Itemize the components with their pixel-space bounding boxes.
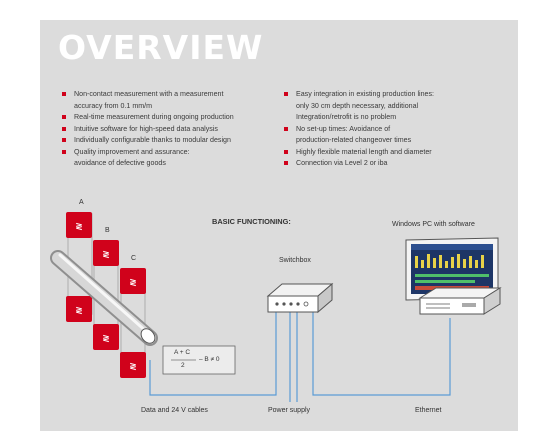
feature-line: avoidance of defective goods xyxy=(74,159,166,167)
feature-item: Individually configurable thanks to modu… xyxy=(62,135,277,147)
feature-line: Individually configurable thanks to modu… xyxy=(74,136,231,144)
pc-monitor-icon xyxy=(405,237,499,307)
formula-denominator: 2 xyxy=(181,362,185,369)
svg-text:≷: ≷ xyxy=(102,334,110,344)
feature-line: production-related changeover times xyxy=(296,136,412,144)
feature-line: No set-up times: Avoidance of xyxy=(296,124,391,133)
feature-line: Connection via Level 2 or iba xyxy=(296,159,388,167)
sensor-a-bottom xyxy=(66,296,92,322)
feature-line: Integration/retrofit is no problem xyxy=(296,113,397,121)
sensor-b-top xyxy=(93,240,119,266)
diagram-heading: BASIC FUNCTIONING: xyxy=(212,217,291,226)
feature-line: accuracy from 0.1 mm/m xyxy=(74,101,153,110)
svg-text:≷: ≷ xyxy=(75,306,83,316)
feature-list-left: Non-contact measurement with a measureme… xyxy=(62,89,277,170)
bullet-icon xyxy=(62,115,66,119)
feature-line: Non-contact measurement with a measureme… xyxy=(74,90,224,98)
feature-list-right: Easy integration in existing production … xyxy=(284,89,504,170)
bullet-icon xyxy=(284,126,288,131)
feature-item: Non-contact measurement with a measureme… xyxy=(62,89,277,112)
sensor-logo-icons: ≷ ≷ ≷ ≷ ≷ ≷ xyxy=(75,222,137,372)
ethernet-cable xyxy=(312,310,451,396)
sensor-c-top xyxy=(120,268,146,294)
bullet-icon xyxy=(284,149,288,154)
switchbox-icon xyxy=(266,282,334,314)
feature-line: Real-time measurement during ongoing pro… xyxy=(74,113,234,121)
pc-tower-icon xyxy=(418,287,502,315)
sensor-heads xyxy=(66,212,146,378)
feature-item: Easy integration in existing production … xyxy=(284,89,504,124)
svg-text:≷: ≷ xyxy=(102,250,110,260)
feature-item: Intuitive software for high-speed data a… xyxy=(62,124,277,136)
pipe-icon xyxy=(50,250,158,346)
sensor-b-bottom xyxy=(93,324,119,350)
data-cable xyxy=(149,312,277,396)
bullet-icon xyxy=(62,92,66,96)
feature-item: No set-up times: Avoidance of production-… xyxy=(284,124,504,147)
cable-label-power: Power supply xyxy=(268,407,311,414)
feature-line: Quality improvement and assurance: xyxy=(74,147,190,156)
feature-item: Connection via Level 2 or iba xyxy=(284,158,504,170)
sensor-c-bottom xyxy=(120,352,146,378)
bullet-icon xyxy=(62,126,66,131)
bullet-icon xyxy=(62,149,66,154)
sensor-a-top xyxy=(66,212,92,238)
sensor-label-c: C xyxy=(131,255,137,262)
feature-item: Real-time measurement during ongoing pro… xyxy=(62,112,277,124)
formula-rest: – B ≠ 0 xyxy=(199,356,220,363)
svg-text:≷: ≷ xyxy=(129,278,137,288)
feature-item: Quality improvement and assurance: avoida… xyxy=(62,147,277,170)
cable-lines xyxy=(149,310,451,402)
overview-panel xyxy=(40,20,518,431)
bullet-icon xyxy=(284,92,288,96)
feature-line: Easy integration in existing production … xyxy=(296,90,435,98)
feature-line: Intuitive software for high-speed data a… xyxy=(74,124,218,133)
switchbox-label: Switchbox xyxy=(279,257,311,264)
cable-label-data: Data and 24 V cables xyxy=(141,407,208,414)
cable-label-ethernet: Ethernet xyxy=(415,407,442,414)
sensor-label-a: A xyxy=(79,199,84,206)
pc-label: Windows PC with software xyxy=(392,221,475,228)
feature-line: Highly flexible material length and diam… xyxy=(296,147,432,156)
sensor-label-b: B xyxy=(105,227,110,234)
feature-item: Highly flexible material length and diam… xyxy=(284,147,504,159)
formula-numerator: A + C xyxy=(174,349,191,356)
svg-text:≷: ≷ xyxy=(75,222,83,232)
bullet-icon xyxy=(62,138,66,142)
feature-line: only 30 cm depth necessary, additional xyxy=(296,101,419,110)
bullet-icon xyxy=(284,161,288,165)
page-title: OVERVIEW xyxy=(58,28,264,67)
formula-box xyxy=(162,345,236,375)
svg-text:≷: ≷ xyxy=(129,362,137,372)
